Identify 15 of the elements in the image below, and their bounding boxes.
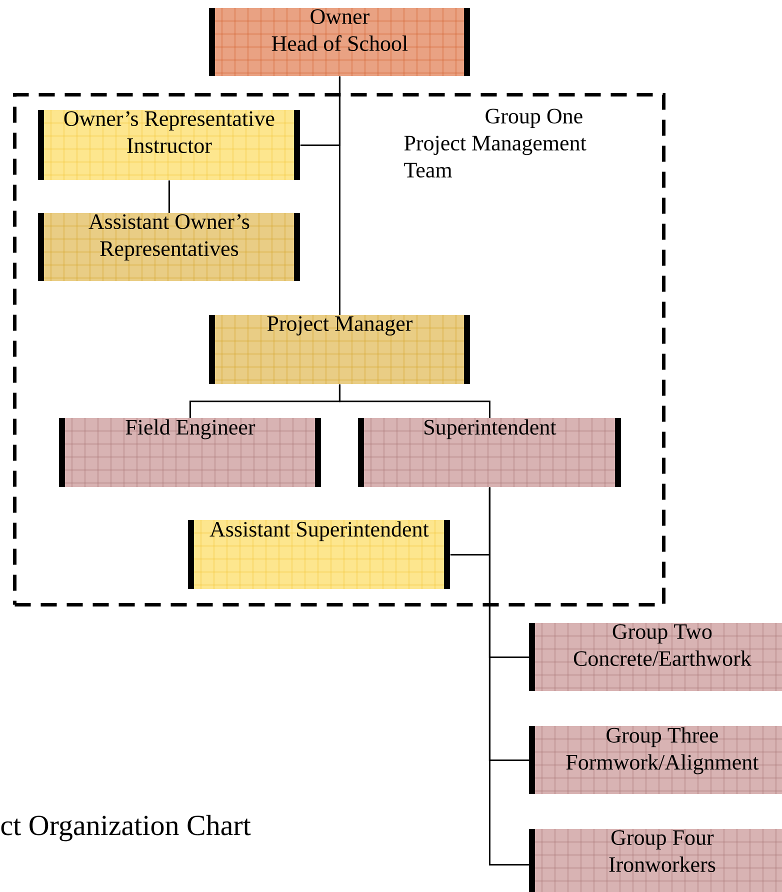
org-box: Assistant Owner’s Representatives <box>38 212 300 282</box>
org-box: Superintendent <box>358 418 622 488</box>
connector-line <box>488 487 529 866</box>
org-box: Group Four Ironworkers <box>528 828 782 892</box>
connector-line <box>168 180 170 213</box>
org-box: Owner Head of School <box>208 8 470 76</box>
org-box: Assistant Superintendent <box>188 520 450 590</box>
connector-line <box>338 384 490 418</box>
org-box: Field Engineer <box>58 418 322 488</box>
org-box: Group Two Concrete/Earthwork <box>528 622 782 692</box>
connector-line <box>338 76 340 315</box>
org-box: Owner’s Representative Instructor <box>38 110 300 180</box>
chart-title: ct Organization Chart <box>1 814 251 842</box>
org-box: Group Three Formwork/Alignment <box>528 726 782 794</box>
org-box: Project Manager <box>208 314 470 384</box>
